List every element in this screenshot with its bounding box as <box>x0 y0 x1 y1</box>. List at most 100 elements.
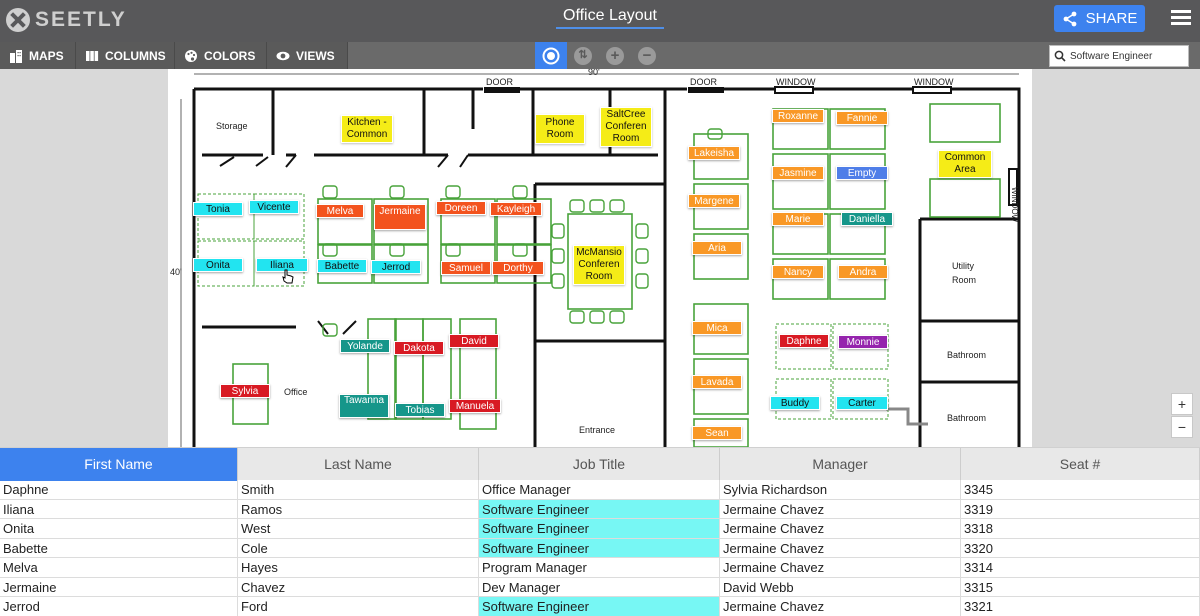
maps-button[interactable]: MAPS <box>0 42 76 69</box>
cell-first-name[interactable]: Melva <box>0 558 238 577</box>
seat-tag[interactable]: Buddy <box>770 396 820 410</box>
zoom-in-button[interactable]: + <box>599 42 631 69</box>
seat-tag[interactable]: Tobias <box>395 403 445 417</box>
seat-tag[interactable]: Mica <box>692 321 742 335</box>
cell-first-name[interactable]: Babette <box>0 538 238 557</box>
column-header-seat[interactable]: Seat # <box>961 448 1200 481</box>
cell-job-title[interactable]: Dev Manager <box>479 577 720 596</box>
room-mcmansio[interactable]: McMansio Conferen Room <box>573 245 625 285</box>
map-area[interactable]: DOOR DOOR WINDOW WINDOW WINDOW 90' 40' S… <box>0 69 1200 447</box>
share-button[interactable]: SHARE <box>1054 5 1145 32</box>
seat-tag[interactable]: Dakota <box>394 341 444 355</box>
seat-tag[interactable]: Sean <box>692 426 742 440</box>
table-row[interactable]: Melva Hayes Program Manager Jermaine Cha… <box>0 558 1200 578</box>
cell-manager[interactable]: Jermaine Chavez <box>720 499 961 518</box>
column-header-job-title[interactable]: Job Title <box>479 448 720 481</box>
cell-job-title[interactable]: Software Engineer <box>479 499 720 518</box>
colors-button[interactable]: COLORS <box>175 42 267 69</box>
columns-button[interactable]: COLUMNS <box>76 42 175 69</box>
cell-seat[interactable]: 3321 <box>961 597 1200 616</box>
table-row[interactable]: Onita West Software Engineer Jermaine Ch… <box>0 519 1200 539</box>
document-title[interactable]: Office Layout <box>563 7 657 24</box>
seat-tag[interactable]: Marie <box>772 212 824 226</box>
seat-tag[interactable]: Melva <box>316 204 364 218</box>
cell-job-title[interactable]: Software Engineer <box>479 597 720 616</box>
cell-last-name[interactable]: Hayes <box>238 558 479 577</box>
seat-tag[interactable]: Carter <box>836 396 888 410</box>
seat-tag[interactable]: Jasmine <box>772 166 824 180</box>
seat-tag[interactable]: Sylvia <box>220 384 270 398</box>
seat-tag[interactable]: Roxanne <box>772 109 824 123</box>
seat-tag[interactable]: David <box>449 334 499 348</box>
cell-manager[interactable]: Jermaine Chavez <box>720 519 961 538</box>
cell-seat[interactable]: 3345 <box>961 480 1200 499</box>
map-zoom-out-button[interactable]: − <box>1171 416 1193 438</box>
cell-job-title[interactable]: Office Manager <box>479 480 720 499</box>
cell-last-name[interactable]: Ramos <box>238 499 479 518</box>
cell-job-title[interactable]: Software Engineer <box>479 519 720 538</box>
floor-plan[interactable]: DOOR DOOR WINDOW WINDOW WINDOW 90' 40' S… <box>168 69 1032 447</box>
seat-tag[interactable]: Lakeisha <box>688 146 740 160</box>
seat-tag[interactable]: Lavada <box>692 375 742 389</box>
seat-tag[interactable]: Empty <box>836 166 888 180</box>
cell-first-name[interactable]: Daphne <box>0 480 238 499</box>
swap-button[interactable]: ⇅ <box>567 42 599 69</box>
cell-job-title[interactable]: Software Engineer <box>479 538 720 557</box>
room-kitchen[interactable]: Kitchen - Common <box>341 115 393 143</box>
seat-tag[interactable]: Iliana <box>256 258 308 272</box>
table-row[interactable]: Jermaine Chavez Dev Manager David Webb 3… <box>0 577 1200 597</box>
seat-tag[interactable]: Tonia <box>193 202 243 216</box>
cell-manager[interactable]: Jermaine Chavez <box>720 597 961 616</box>
cell-manager[interactable]: David Webb <box>720 577 961 596</box>
cell-last-name[interactable]: Cole <box>238 538 479 557</box>
cell-manager[interactable]: Sylvia Richardson <box>720 480 961 499</box>
column-header-first-name[interactable]: First Name <box>0 448 238 481</box>
cell-manager[interactable]: Jermaine Chavez <box>720 538 961 557</box>
cell-job-title[interactable]: Program Manager <box>479 558 720 577</box>
map-zoom-in-button[interactable]: + <box>1171 393 1193 415</box>
cell-first-name[interactable]: Iliana <box>0 499 238 518</box>
seat-tag[interactable]: Andra <box>838 265 888 279</box>
menu-icon[interactable] <box>1171 10 1191 26</box>
column-header-last-name[interactable]: Last Name <box>238 448 479 481</box>
room-common-area[interactable]: Common Area <box>938 150 992 178</box>
cell-last-name[interactable]: Smith <box>238 480 479 499</box>
seat-tag[interactable]: Monnie <box>838 335 888 349</box>
cell-first-name[interactable]: Jerrod <box>0 597 238 616</box>
seat-tag[interactable]: Aria <box>692 241 742 255</box>
column-header-manager[interactable]: Manager <box>720 448 961 481</box>
seat-tag[interactable]: Manuela <box>449 399 501 413</box>
cell-seat[interactable]: 3318 <box>961 519 1200 538</box>
cell-manager[interactable]: Jermaine Chavez <box>720 558 961 577</box>
seat-tag[interactable]: Daniella <box>841 212 893 226</box>
cell-seat[interactable]: 3315 <box>961 577 1200 596</box>
seat-tag[interactable]: Jerrod <box>371 260 421 274</box>
target-button[interactable] <box>535 42 567 69</box>
cell-seat[interactable]: 3314 <box>961 558 1200 577</box>
search-input[interactable] <box>1070 50 1186 62</box>
seat-tag[interactable]: Jermaine <box>374 204 426 230</box>
seat-tag[interactable]: Daphne <box>779 334 829 348</box>
cell-first-name[interactable]: Onita <box>0 519 238 538</box>
cell-seat[interactable]: 3319 <box>961 499 1200 518</box>
seat-tag[interactable]: Kayleigh <box>490 202 542 216</box>
views-button[interactable]: VIEWS <box>267 42 348 69</box>
seat-tag[interactable]: Dorthy <box>492 261 544 275</box>
seat-tag[interactable]: Nancy <box>772 265 824 279</box>
table-row[interactable]: Iliana Ramos Software Engineer Jermaine … <box>0 499 1200 519</box>
zoom-out-button[interactable]: − <box>631 42 663 69</box>
seat-tag[interactable]: Doreen <box>436 201 486 215</box>
app-logo[interactable]: SEETLY <box>6 6 127 34</box>
seat-tag[interactable]: Tawanna <box>339 394 389 418</box>
seat-tag[interactable]: Vicente <box>249 200 299 214</box>
room-saltcree[interactable]: SaltCree Conferen Room <box>600 107 652 147</box>
table-row[interactable]: Babette Cole Software Engineer Jermaine … <box>0 538 1200 558</box>
cell-last-name[interactable]: Chavez <box>238 577 479 596</box>
cell-first-name[interactable]: Jermaine <box>0 577 238 596</box>
table-row[interactable]: Jerrod Ford Software Engineer Jermaine C… <box>0 597 1200 616</box>
cell-seat[interactable]: 3320 <box>961 538 1200 557</box>
room-phone[interactable]: Phone Room <box>535 114 585 144</box>
seat-tag[interactable]: Margene <box>688 194 740 208</box>
seat-tag[interactable]: Samuel <box>441 261 491 275</box>
seat-tag[interactable]: Babette <box>317 259 367 273</box>
